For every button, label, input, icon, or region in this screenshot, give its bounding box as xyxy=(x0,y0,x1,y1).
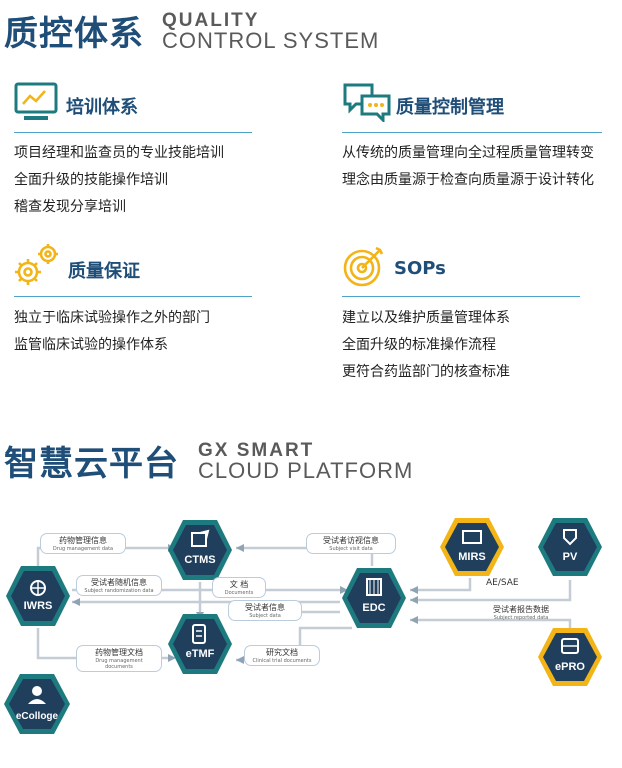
edge-label-drug-docs: 药物管理文档 Drug management documents xyxy=(76,645,162,672)
node-label-edc: EDC xyxy=(362,602,385,614)
card-title-qc-management: 质量控制管理 xyxy=(396,97,504,118)
target-icon xyxy=(342,244,388,292)
edge-label-cn: 受试者访视信息 xyxy=(313,535,389,546)
node-label-epro: ePRO xyxy=(555,661,585,673)
card-rule xyxy=(342,296,580,297)
node-ctms[interactable]: CTMS xyxy=(166,518,234,582)
card-rule xyxy=(14,132,252,133)
node-edc[interactable]: EDC xyxy=(340,566,408,630)
card-title-sops: SOPs xyxy=(394,258,446,279)
cloud-title-en-2: CLOUD PLATFORM xyxy=(198,458,414,483)
edge-label-en: Subject reported data xyxy=(493,615,549,621)
edge-label-cn: 受试者信息 xyxy=(235,602,295,613)
edge-label-subject-visit: 受试者访视信息 Subject visit data xyxy=(306,533,396,554)
edge-label-en: Subject visit data xyxy=(329,546,373,552)
edge-label-cn: 药物管理文档 xyxy=(83,647,155,658)
edge-label-ae-sae: AE/SAE xyxy=(484,578,521,588)
edge-label-subject-mgmt: 受试者随机信息 Subject randomization data xyxy=(76,575,162,596)
gears-icon xyxy=(12,242,62,292)
list-item: 全面升级的标准操作流程 xyxy=(342,337,496,353)
node-label-etmf: eTMF xyxy=(186,648,215,660)
edge-label-cn: 药物管理信息 xyxy=(47,535,119,546)
node-mirs[interactable]: MIRS xyxy=(438,516,506,578)
edge-label-en: Subject randomization data xyxy=(84,588,154,594)
card-rule xyxy=(14,296,252,297)
list-item: 理念由质量源于检查向质量源于设计转化 xyxy=(342,172,594,188)
edge-label-cn: 研究文档 xyxy=(251,647,313,658)
edge-label-en: Drug management documents xyxy=(95,658,143,670)
node-pv[interactable]: PV xyxy=(536,516,604,578)
qc-title-en-1: QUALITY xyxy=(162,10,260,31)
cloud-title-cn: 智慧云平台 xyxy=(4,444,179,484)
edge-label-en: Subject data xyxy=(249,613,281,619)
edge-label-cn: 文 档 xyxy=(219,579,259,590)
node-etmf[interactable]: eTMF xyxy=(166,612,234,676)
node-iwrs[interactable]: IWRS xyxy=(4,564,72,628)
edge-label-en: Documents xyxy=(224,590,254,596)
edge-label-subject-info: 受试者信息 Subject data xyxy=(228,600,302,621)
edge-label-cn: 受试者随机信息 xyxy=(83,577,155,588)
list-item: 建立以及维护质量管理体系 xyxy=(342,310,510,326)
list-item: 更符合药监部门的核查标准 xyxy=(342,364,510,380)
cloud-title-en-1: GX SMART xyxy=(198,440,315,461)
node-label-ctms: CTMS xyxy=(184,554,215,566)
training-icon xyxy=(14,82,58,128)
node-label-pv: PV xyxy=(563,551,578,563)
node-label-mirs: MIRS xyxy=(458,551,486,563)
node-label-iwrs: IWRS xyxy=(24,600,53,612)
list-item: 监管临床试验的操作体系 xyxy=(14,337,168,353)
chat-icon xyxy=(342,82,392,126)
card-rule xyxy=(342,132,602,133)
list-item: 全面升级的技能操作培训 xyxy=(14,172,168,188)
node-ecollege[interactable]: eColloge xyxy=(2,672,72,736)
list-item: 从传统的质量管理向全过程质量管理转变 xyxy=(342,145,594,161)
edge-label-cn: 受试者报告数据 xyxy=(476,604,566,615)
qc-title-en-2: CONTROL SYSTEM xyxy=(162,28,380,53)
node-label-ecollege: eColloge xyxy=(16,711,59,722)
list-item: 独立于临床试验操作之外的部门 xyxy=(14,310,210,326)
edge-label-research-docs: 研究文档 Clinical trial documents xyxy=(244,645,320,666)
node-epro[interactable]: ePRO xyxy=(536,626,604,688)
qc-title-cn: 质控体系 xyxy=(4,14,144,54)
card-title-qa: 质量保证 xyxy=(68,261,140,282)
edge-label-drug-info: 药物管理信息 Drug management data xyxy=(40,533,126,554)
edge-label-en: Drug management data xyxy=(52,546,114,552)
edge-label-en: Clinical trial documents xyxy=(252,658,312,664)
list-item: 稽查发现分享培训 xyxy=(14,199,126,215)
edge-label-documents: 文 档 Documents xyxy=(212,577,266,598)
list-item: 项目经理和监查员的专业技能培训 xyxy=(14,145,224,161)
edge-label-subject-report: 受试者报告数据 Subject reported data xyxy=(476,604,566,621)
card-title-training: 培训体系 xyxy=(66,97,138,118)
